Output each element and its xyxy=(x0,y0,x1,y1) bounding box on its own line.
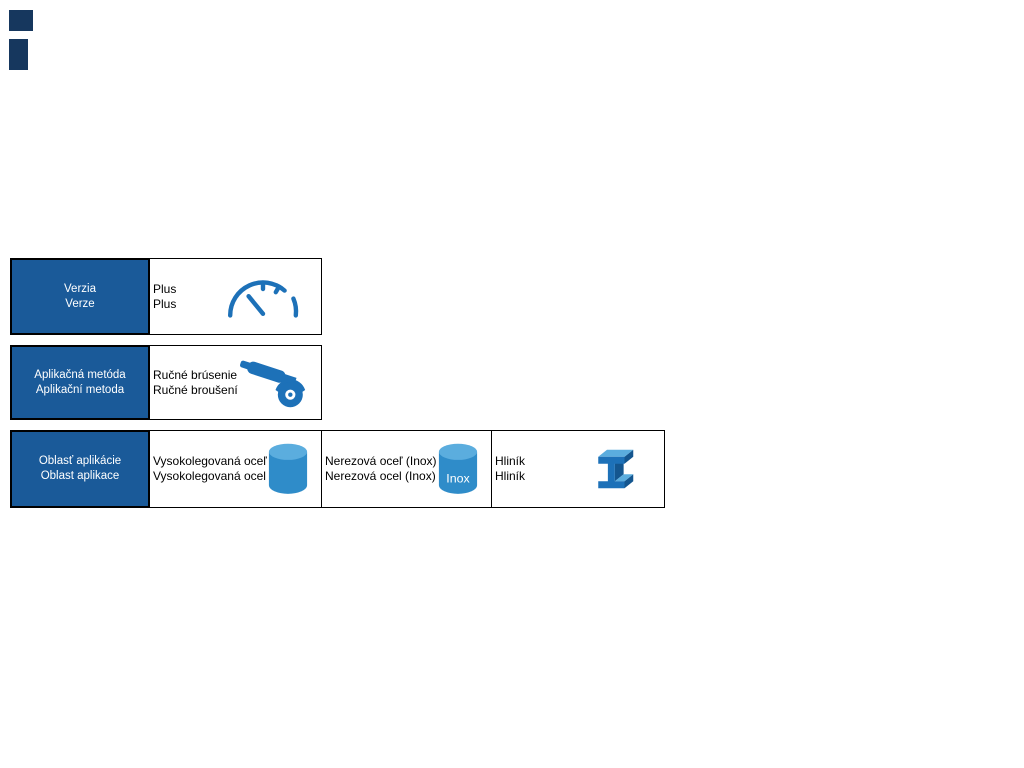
cell-line-sk: Nerezová oceľ (Inox) xyxy=(325,454,437,468)
row-label-version: Verzia Verze xyxy=(10,258,150,335)
inox-cylinder-icon: Inox xyxy=(437,442,479,496)
spec-row-version: Verzia Verze Plus Plus xyxy=(10,258,322,335)
logo-mark-top xyxy=(9,10,33,31)
cell-area-steel: Vysokolegovaná oceľ Vysokolegovaná ocel xyxy=(150,430,322,508)
label-line-cz: Aplikační metoda xyxy=(35,383,125,396)
cell-line-cz: Ručné broušení xyxy=(153,382,238,397)
label-line-cz: Oblast aplikace xyxy=(40,470,120,482)
cell-version: Plus Plus xyxy=(150,258,322,335)
label-line-cz: Verze xyxy=(65,297,95,310)
cell-line-sk: Ručné brúsenie xyxy=(153,367,238,382)
cell-method: Ručné brúsenie Ručné broušení xyxy=(150,345,322,420)
logo-mark-bottom xyxy=(9,39,28,70)
spec-row-area: Oblasť aplikácie Oblast aplikace Vysokol… xyxy=(10,430,665,508)
cell-line-cz: Plus xyxy=(153,296,177,311)
inox-icon-label: Inox xyxy=(446,471,470,485)
steel-cylinder-icon xyxy=(267,442,309,496)
cell-version-text: Plus Plus xyxy=(153,282,176,312)
cell-line-cz: Hliník xyxy=(495,469,526,483)
gauge-icon xyxy=(223,272,303,322)
cell-steel-text: Vysokolegovaná oceľ Vysokolegovaná ocel xyxy=(153,454,267,484)
cell-area-inox: Nerezová oceľ (Inox) Nerezová ocel (Inox… xyxy=(322,430,492,508)
angle-grinder-icon xyxy=(238,355,320,411)
cell-inox-text: Nerezová oceľ (Inox) Nerezová ocel (Inox… xyxy=(325,454,437,484)
cell-line-sk: Hliník xyxy=(495,454,526,468)
label-line-sk: Oblasť aplikácie xyxy=(38,455,122,467)
cell-aluminium-text: Hliník Hliník xyxy=(495,454,525,484)
cell-method-text: Ručné brúsenie Ručné broušení xyxy=(153,368,238,398)
cell-line-cz: Nerezová ocel (Inox) xyxy=(325,469,436,483)
label-line-sk: Verzia xyxy=(64,282,96,295)
row-label-area: Oblasť aplikácie Oblast aplikace xyxy=(10,430,150,508)
label-line-sk: Aplikačná metóda xyxy=(34,368,126,381)
aluminium-profile-icon xyxy=(586,440,642,498)
cell-area-aluminium: Hliník Hliník xyxy=(492,430,665,508)
cell-line-sk: Plus xyxy=(153,281,177,296)
spec-row-method: Aplikačná metóda Aplikační metoda Ručné … xyxy=(10,345,322,420)
cell-line-cz: Vysokolegovaná ocel xyxy=(153,469,266,483)
row-label-method: Aplikačná metóda Aplikační metoda xyxy=(10,345,150,420)
cell-line-sk: Vysokolegovaná oceľ xyxy=(153,454,267,468)
